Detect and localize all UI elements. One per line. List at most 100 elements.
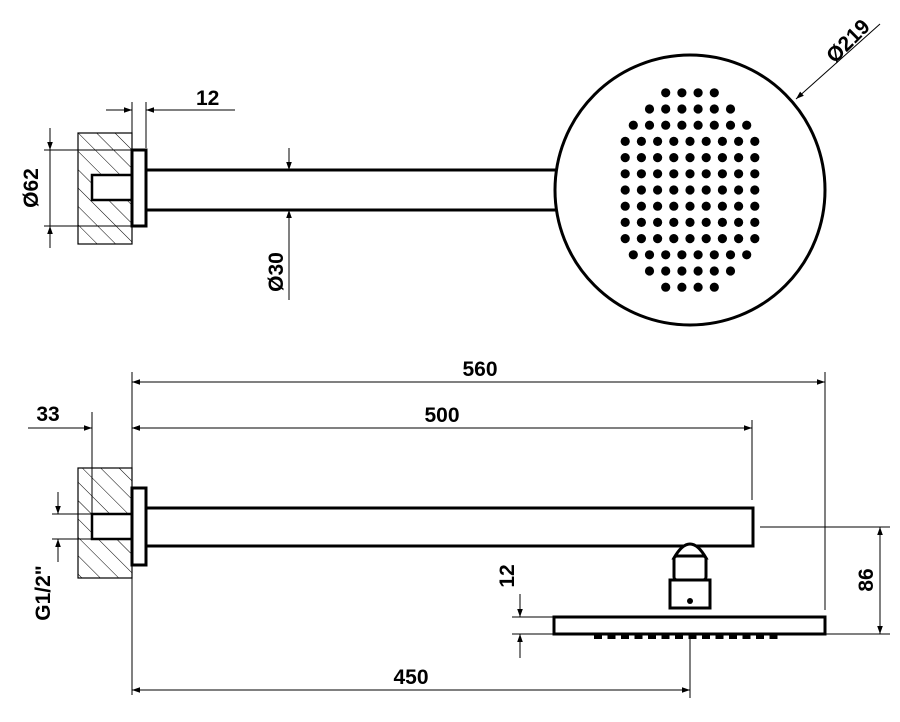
nozzle-dot xyxy=(677,104,687,114)
nozzle-dot xyxy=(750,217,760,227)
dim-overall-length: 560 xyxy=(462,358,497,381)
nozzle-dot xyxy=(734,201,744,211)
nozzle-dot xyxy=(628,120,638,130)
elev-nozzle-stub xyxy=(594,634,602,639)
nozzle-dot xyxy=(734,185,744,195)
elev-nozzle-stub xyxy=(675,634,683,639)
nozzle-dot xyxy=(685,217,695,227)
nozzle-dot xyxy=(701,217,711,227)
nozzle-dot xyxy=(685,201,695,211)
nozzle-dot xyxy=(693,282,703,292)
elev-connector xyxy=(90,512,134,541)
nozzle-dot xyxy=(636,217,647,227)
nozzle-dot xyxy=(717,201,728,211)
nozzle-dot xyxy=(636,153,647,163)
nozzle-dot xyxy=(725,266,736,276)
dim-plan-flange-depth: 12 xyxy=(196,87,219,110)
nozzle-dot xyxy=(701,234,711,244)
nozzle-dot xyxy=(669,169,679,179)
nozzle-dot xyxy=(636,185,647,195)
elev-nozzle-stub xyxy=(607,634,616,639)
nozzle-dot xyxy=(709,120,719,130)
elev-nozzle-stub xyxy=(621,634,629,639)
dim-plan-flange-diameter: Ø62 xyxy=(20,168,43,208)
nozzle-dot xyxy=(725,250,736,260)
nozzle-dot xyxy=(677,282,687,292)
dim-arm-length: 500 xyxy=(424,404,459,427)
plan-connector xyxy=(90,173,134,202)
dim-head-thickness: 12 xyxy=(496,564,519,587)
nozzle-dot xyxy=(717,234,728,244)
nozzle-dot xyxy=(669,217,679,227)
elev-nozzle-stub xyxy=(648,634,656,639)
dim-thread: G1/2" xyxy=(32,565,55,620)
elev-nozzle-row xyxy=(594,634,778,639)
nozzle-dot xyxy=(644,250,655,260)
nozzle-dot xyxy=(693,120,703,130)
nozzle-dot xyxy=(636,169,647,179)
elev-nozzle-stub xyxy=(729,634,737,639)
nozzle-dot xyxy=(701,136,711,146)
nozzle-dot xyxy=(734,153,744,163)
nozzle-dot xyxy=(677,88,687,98)
plan-view xyxy=(44,23,881,327)
nozzle-dot xyxy=(644,104,655,114)
nozzle-dot xyxy=(734,169,744,179)
nozzle-dot xyxy=(717,169,728,179)
elev-nozzle-stub xyxy=(756,634,764,639)
nozzle-dot xyxy=(653,201,663,211)
nozzle-dot xyxy=(620,185,630,195)
nozzle-dot xyxy=(717,217,728,227)
nozzle-dot xyxy=(669,185,679,195)
elev-nozzle-stub xyxy=(688,634,697,639)
nozzle-dot xyxy=(750,136,760,146)
nozzle-dot xyxy=(734,136,744,146)
elev-nozzle-stub xyxy=(702,634,710,639)
nozzle-dot xyxy=(636,234,647,244)
nozzle-dot xyxy=(653,185,663,195)
dim-plan-arm-diameter: Ø30 xyxy=(265,252,288,292)
nozzle-dot xyxy=(701,169,711,179)
nozzle-dot xyxy=(669,153,679,163)
nozzle-dot xyxy=(685,234,695,244)
nozzle-dot xyxy=(653,153,663,163)
nozzle-dot xyxy=(693,104,703,114)
nozzle-dot xyxy=(620,153,630,163)
dim-wall-offset: 33 xyxy=(36,403,59,426)
nozzle-dot xyxy=(734,217,744,227)
nozzle-dot xyxy=(709,282,719,292)
nozzle-dot xyxy=(661,120,671,130)
nozzle-dot xyxy=(644,266,655,276)
nozzle-dot xyxy=(620,217,630,227)
nozzle-dot xyxy=(620,136,630,146)
nozzle-dot xyxy=(636,136,647,146)
nozzle-dot xyxy=(685,185,695,195)
nozzle-dot xyxy=(750,234,760,244)
elev-nozzle-stub xyxy=(769,634,778,639)
elev-arm xyxy=(144,506,755,548)
nozzle-dot xyxy=(717,136,728,146)
nozzle-dot xyxy=(661,266,671,276)
nozzle-dot xyxy=(661,250,671,260)
nozzle-dot xyxy=(653,217,663,227)
nozzle-dot xyxy=(709,250,719,260)
nozzle-dot xyxy=(750,201,760,211)
nozzle-dot xyxy=(742,250,752,260)
nozzle-dot xyxy=(734,234,744,244)
nozzle-dot xyxy=(701,201,711,211)
dim-head-center: 450 xyxy=(393,666,428,689)
nozzle-dot xyxy=(750,185,760,195)
nozzle-dot xyxy=(661,282,671,292)
dim-head-drop: 86 xyxy=(855,568,878,591)
nozzle-dot xyxy=(661,88,671,98)
nozzle-dot xyxy=(636,201,647,211)
nozzle-dot xyxy=(750,169,760,179)
nozzle-dot xyxy=(620,201,630,211)
elev-nozzle-stub xyxy=(661,634,670,639)
nozzle-dot xyxy=(669,201,679,211)
nozzle-dot xyxy=(653,136,663,146)
nozzle-dot xyxy=(693,250,703,260)
nozzle-dot xyxy=(742,120,752,130)
nozzle-dot xyxy=(693,88,703,98)
nozzle-dot xyxy=(644,120,655,130)
